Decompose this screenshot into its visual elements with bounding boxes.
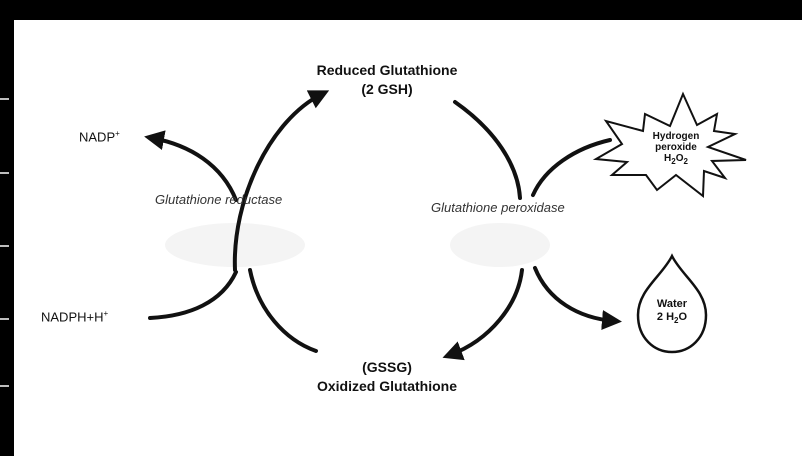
oxidized-glutathione-title: Oxidized Glutathione [316, 378, 457, 394]
arrow-oxidation-lower [442, 268, 524, 361]
arrow-reduction-lower [248, 268, 318, 353]
blur-patch [450, 223, 550, 267]
edge-tick [0, 98, 9, 100]
glutathione-peroxidase-label: Glutathione peroxidase [431, 200, 565, 215]
edge-tick [0, 318, 9, 320]
arrow-nadp-out [144, 130, 238, 202]
peroxide-label: Hydrogen peroxide H2O2 [652, 131, 700, 166]
glutathione-reductase-label: Glutathione reductase [155, 192, 283, 207]
arrow-water-out [533, 266, 622, 330]
arrow-nadph-in [148, 270, 238, 320]
edge-tick [0, 172, 9, 174]
oxidized-glutathione-abbr: (GSSG) [362, 359, 412, 375]
water-label: Water 2 H2O [656, 298, 688, 326]
nadp-label: NADP+ [79, 129, 120, 145]
arrow-oxidation-upper [453, 100, 522, 200]
reduced-glutathione-abbr: (2 GSH) [361, 81, 413, 97]
peroxide-burst-icon [592, 91, 747, 198]
edge-tick [0, 245, 9, 247]
nadph-label: NADPH+H+ [41, 309, 109, 325]
reduced-glutathione-title: Reduced Glutathione [316, 62, 458, 78]
water-drop-icon [636, 253, 708, 354]
arrow-peroxide-in [531, 138, 612, 197]
edge-tick [0, 385, 9, 387]
diagram-panel [14, 20, 802, 456]
arrow-reduction-upper [232, 90, 330, 272]
